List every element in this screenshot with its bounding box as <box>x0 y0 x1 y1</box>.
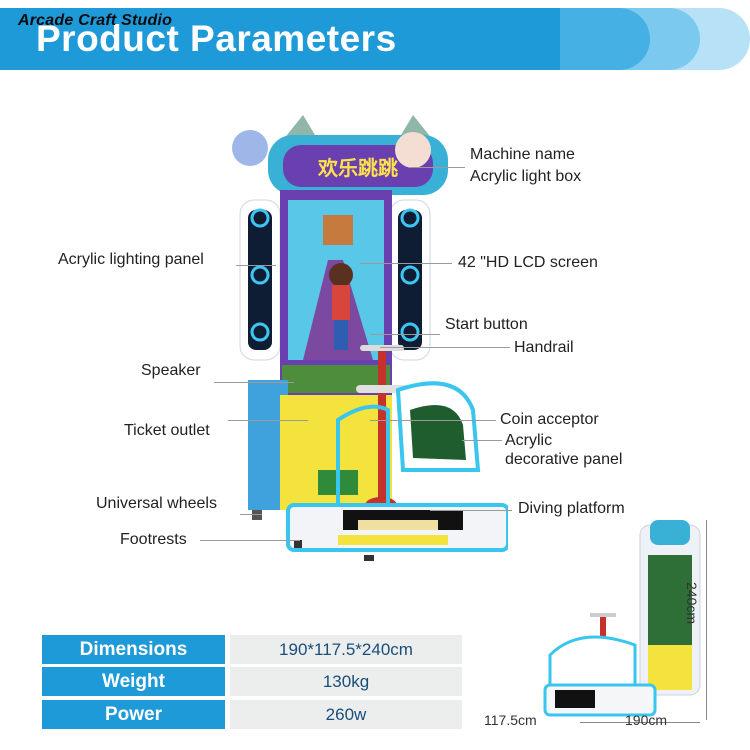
arcade-machine-image: 欢乐跳跳 <box>232 115 508 561</box>
callout-line <box>370 334 440 335</box>
spec-value-dimensions: 190*117.5*240cm <box>230 635 462 664</box>
label-acrylic-lighting-panel: Acrylic lighting panel <box>58 251 204 268</box>
label-acrylic-decorative-panel-2: decorative panel <box>505 451 623 468</box>
dimension-height-label: 240cm <box>684 582 700 625</box>
callout-line <box>228 420 308 421</box>
label-universal-wheels: Universal wheels <box>96 495 217 512</box>
callout-line <box>462 440 502 441</box>
callout-line <box>380 347 510 348</box>
callout-line <box>236 265 276 266</box>
label-machine-name: Machine name <box>470 146 575 163</box>
callout-line <box>370 420 496 421</box>
page-title: Product Parameters <box>36 18 397 59</box>
dimension-width-label: 190cm <box>625 712 668 728</box>
callout-line <box>430 510 512 511</box>
spec-value-weight: 130kg <box>230 667 462 696</box>
spec-key-power: Power <box>42 700 225 729</box>
label-acrylic-light-box: Acrylic light box <box>470 168 582 185</box>
dimension-line-width <box>580 722 700 723</box>
callout-line <box>410 167 465 168</box>
label-footrests: Footrests <box>120 531 187 548</box>
dimension-depth-label: 117.5cm <box>484 712 537 728</box>
dimension-line-height <box>706 520 707 720</box>
brand-logo: Arcade Craft Studio <box>18 12 173 29</box>
machine-sign-text: 欢乐跳跳 <box>317 156 398 180</box>
spec-value-power: 260w <box>230 700 462 729</box>
label-coin-acceptor: Coin acceptor <box>500 411 599 428</box>
label-start-button: Start button <box>445 316 528 333</box>
callout-line <box>200 540 300 541</box>
spec-key-weight: Weight <box>42 667 225 696</box>
callout-line <box>240 514 262 515</box>
label-acrylic-decorative-panel: Acrylic <box>505 432 553 449</box>
header-banner: Product Parameters Arcade Craft Studio <box>0 0 750 72</box>
spec-key-dimensions: Dimensions <box>42 635 225 664</box>
header-bar <box>0 8 600 70</box>
callout-line <box>360 263 452 264</box>
machine-thumbnail-image <box>543 520 701 717</box>
header-chevron <box>560 8 650 70</box>
callout-line <box>214 382 294 383</box>
label-speaker: Speaker <box>141 362 201 379</box>
label-handrail: Handrail <box>514 339 574 356</box>
label-ticket-outlet: Ticket outlet <box>124 422 210 439</box>
label-diving-platform: Diving platform <box>518 500 625 517</box>
label-lcd-screen: 42 "HD LCD screen <box>458 254 598 271</box>
